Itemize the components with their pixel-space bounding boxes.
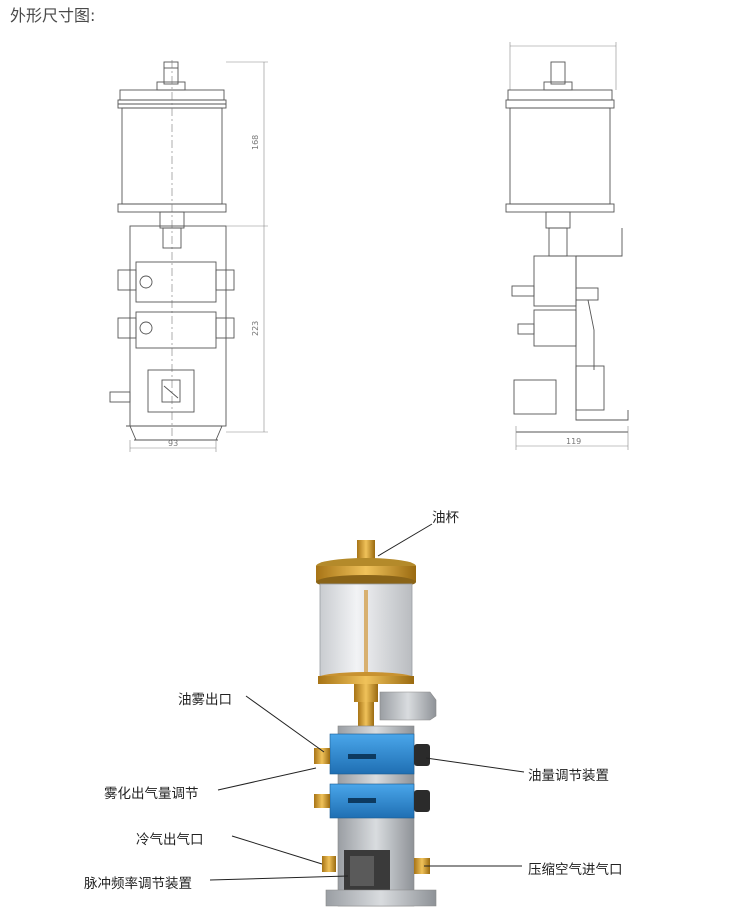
dim-top-label: 168 bbox=[251, 135, 260, 150]
side-dim-width-label: 119 bbox=[566, 437, 581, 446]
page-title: 外形尺寸图: bbox=[10, 6, 96, 25]
dim-bottom-label: 223 bbox=[251, 321, 260, 336]
mounting-frame bbox=[337, 725, 415, 907]
pulse-regulator bbox=[344, 850, 390, 894]
callout-leaders bbox=[209, 523, 525, 881]
side-view bbox=[505, 42, 629, 450]
callout-pulse-frequency-adjust: 脉冲频率调节装置 bbox=[84, 876, 192, 892]
callout-mist-outlet: 油雾出口 bbox=[178, 692, 232, 708]
callout-atomization-adjust: 雾化出气量调节 bbox=[104, 786, 199, 802]
dim-width-label: 93 bbox=[168, 439, 178, 448]
callout-compressed-air-inlet: 压缩空气进气口 bbox=[528, 862, 623, 878]
oil-cup-knob bbox=[357, 540, 375, 562]
callout-oil-cup: 油杯 bbox=[432, 510, 459, 526]
dimension-drawing: 168 223 93 119 bbox=[109, 42, 629, 452]
front-view bbox=[109, 60, 235, 441]
front-dimension-lines bbox=[129, 61, 268, 452]
upper-blue-block bbox=[329, 733, 415, 775]
callout-cold-air-outlet: 冷气出气口 bbox=[136, 832, 204, 848]
callout-oil-volume-adjust: 油量调节装置 bbox=[528, 768, 609, 784]
lower-blue-block bbox=[329, 783, 415, 819]
oil-cup bbox=[319, 583, 413, 677]
